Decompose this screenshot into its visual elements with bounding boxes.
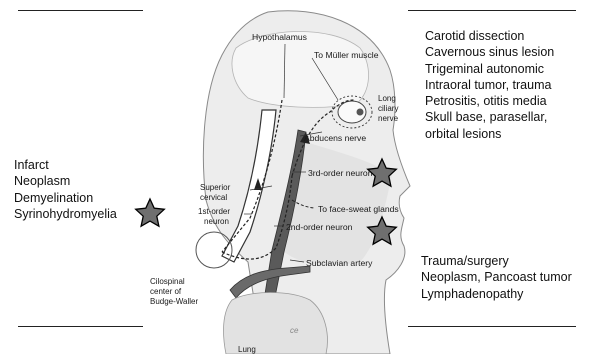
label-superior-cervical: Superior (200, 183, 231, 192)
label-subclavian-artery: Subclavian artery (306, 258, 373, 268)
pupil (357, 109, 364, 116)
label-first-order-neuron: neuron (204, 217, 229, 226)
label-superior-cervical: cervical (200, 193, 227, 202)
label-face-sweat-glands: To face-sweat glands (318, 204, 399, 214)
label-ciliospinal-center: Budge-Waller (150, 297, 199, 306)
label-abducens-nerve: Abducens nerve (304, 133, 366, 143)
label-long-ciliary-nerve: nerve (378, 114, 399, 123)
label-ciliospinal-center: Cilospinal (150, 277, 185, 286)
label-long-ciliary-nerve: Long (378, 94, 396, 103)
artist-signature: ce (290, 326, 299, 335)
label-first-order-neuron: 1st-order (198, 207, 230, 216)
label-hypothalamus: Hypothalamus (252, 32, 307, 42)
label-ciliospinal-center: center of (150, 287, 182, 296)
label-long-ciliary-nerve: ciliary (378, 104, 398, 113)
label-second-order-neuron: 2nd-order neuron (286, 222, 353, 232)
label-third-order-neuron: 3rd-order neuron (308, 168, 373, 178)
star-icon (136, 199, 165, 226)
label-to-muller-muscle: To Müller muscle (314, 50, 379, 60)
label-lung: Lung (238, 345, 256, 354)
